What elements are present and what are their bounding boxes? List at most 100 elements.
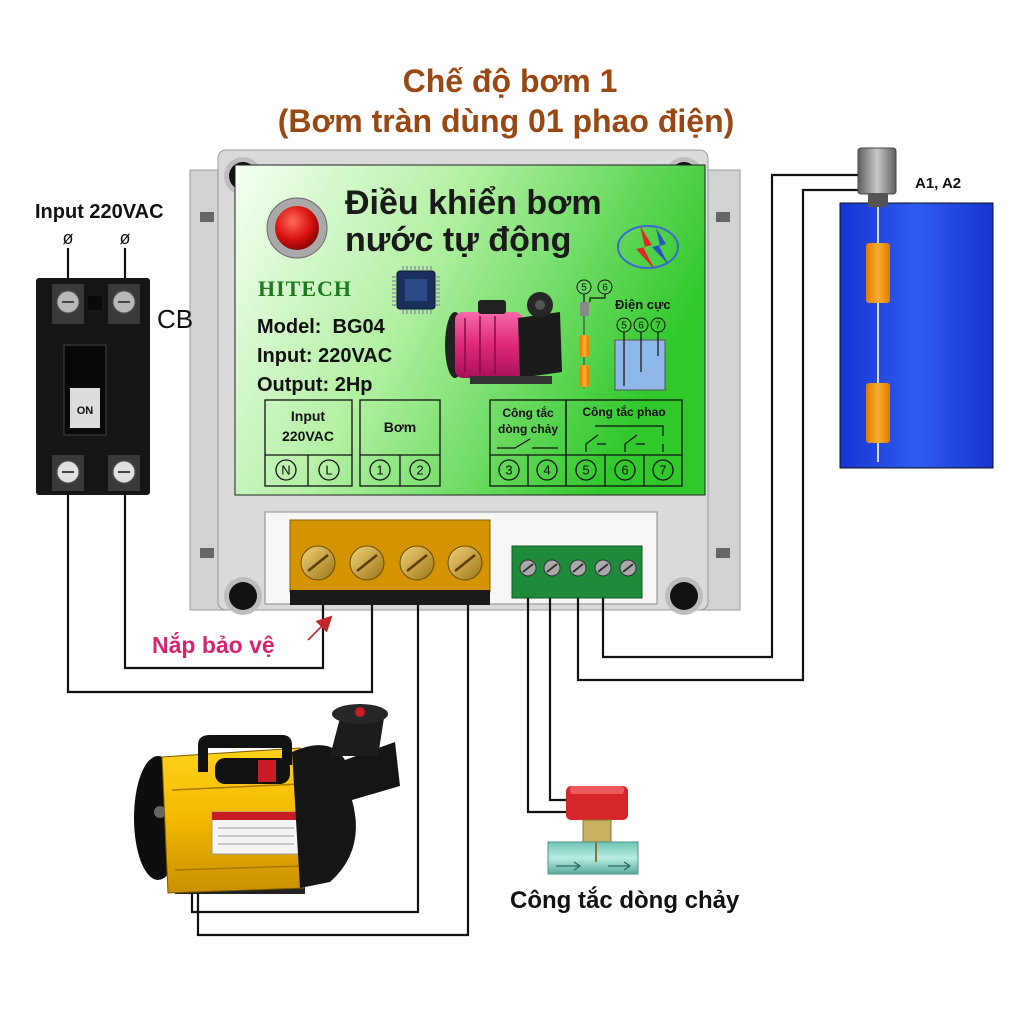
mounting-hole: [224, 577, 262, 615]
terminal-screw: [300, 545, 336, 581]
electrode-terminal-label: 7: [655, 321, 661, 332]
terminal-6: 6: [614, 459, 636, 481]
terminal-screw: [399, 545, 435, 581]
wire-pump-2: [196, 605, 470, 937]
terminal-1: 1: [369, 459, 391, 481]
wiring: [66, 173, 858, 937]
phase-symbol-n: ø: [63, 228, 74, 248]
terminal-N: N: [275, 459, 297, 481]
terminal-L: L: [318, 459, 340, 481]
wire-flow-4: [548, 598, 568, 802]
terminal-label: L: [325, 463, 332, 478]
brand-name: HITECH: [258, 276, 352, 301]
flow-switch: [547, 786, 639, 875]
case-slot: [200, 212, 214, 222]
terminal-group-label: 220VAC: [282, 428, 334, 444]
terminal-label: 4: [543, 463, 550, 478]
chip-icon: [392, 266, 440, 314]
breaker-input-label: Input 220VAC: [35, 201, 164, 223]
controller-label: Điều khiển bơm nước tự động HITECH Model…: [234, 164, 706, 496]
float-terminal-label: 5: [581, 283, 587, 294]
terminal-label: 5: [582, 463, 589, 478]
terminal-7: 7: [652, 459, 674, 481]
terminal-opening: [264, 511, 658, 605]
protective-cover-arrow: [307, 615, 333, 641]
electrode-terminal-label: 6: [638, 321, 644, 332]
pump-handle: [198, 735, 292, 772]
phase-symbol-l: ø: [120, 228, 131, 248]
terminal-label: 7: [659, 463, 666, 478]
switch-symbol: [585, 425, 664, 452]
power-button-icon: [266, 197, 328, 259]
pump-outlet: [330, 718, 384, 756]
page-subtitle: (Bơm tràn dùng 01 phao điện): [278, 103, 735, 139]
wire-float-5: [576, 188, 858, 682]
switch-symbol: [497, 438, 558, 449]
float-terminal-label: 6: [602, 283, 608, 294]
wire-breaker-n: [66, 493, 374, 694]
breaker-switch-state: ON: [77, 405, 94, 417]
terminal-label: N: [281, 463, 290, 478]
circuit-breaker: ON: [36, 278, 150, 495]
pump-housing: [292, 742, 400, 888]
terminal-group-pump: Bơm 1 2: [359, 399, 441, 487]
spec-model: Model: BG04: [257, 316, 386, 338]
terminal-screw: [619, 559, 637, 577]
terminal-5: 5: [575, 459, 597, 481]
wire-float-6: [601, 173, 858, 659]
terminal-group-label: Công tắc phao: [582, 404, 665, 419]
flow-switch-pipe: [547, 841, 639, 875]
lightning-logo-icon: [617, 225, 679, 270]
wire-flow-3: [526, 598, 568, 814]
terminal-label: 3: [505, 463, 512, 478]
spec-output: Output: 2Hp: [257, 374, 373, 396]
float-switch-icon: 5 6: [576, 279, 613, 388]
breaker-label: CB: [157, 304, 193, 334]
flow-switch-stem: [582, 819, 612, 843]
terminal-group-input: Input 220VAC N L: [264, 399, 353, 487]
terminal-screw: [594, 559, 612, 577]
level-float-lower: [866, 383, 890, 443]
terminal-label: 6: [621, 463, 628, 478]
terminal-screw: [349, 545, 385, 581]
electrode-probe-label: A1, A2: [915, 175, 961, 192]
terminal-screw: [519, 559, 537, 577]
pump-icon: [445, 292, 562, 384]
pump-capacitor: [215, 758, 290, 784]
wire-breaker-l: [123, 493, 325, 670]
water-pump: [134, 704, 400, 894]
power-terminal-block: [289, 519, 491, 605]
terminal-group-flow-switch: Công tắc dòng chảy 3 4: [489, 399, 567, 487]
terminal-group-label: Bơm: [384, 419, 417, 435]
product-heading-line1: Điều khiển bơm: [345, 184, 602, 222]
terminal-4: 4: [536, 459, 558, 481]
terminal-label: 2: [416, 463, 423, 478]
flow-switch-label: Công tắc dòng chảy: [510, 886, 740, 914]
terminal-screw: [569, 559, 587, 577]
terminal-group-float-switch: Công tắc phao 5 6 7: [565, 399, 683, 487]
breaker-toggle: [70, 388, 100, 428]
product-heading-line2: nước tự động: [345, 221, 571, 259]
terminal-group-label: Công tắc: [502, 405, 554, 420]
mounting-hole: [665, 577, 703, 615]
electrode-probe: [857, 147, 897, 207]
terminal-3: 3: [498, 459, 520, 481]
case-slot: [716, 212, 730, 222]
water-tank: [839, 202, 994, 469]
signal-terminal-block: [511, 545, 643, 599]
electrode-diagram: 5 6 7: [614, 317, 666, 391]
spec-input: Input: 220VAC: [257, 345, 392, 367]
terminal-group-label: Input: [291, 408, 326, 424]
electrode-label: Điện cực: [615, 297, 671, 312]
case-slot: [716, 548, 730, 558]
case-slot: [200, 548, 214, 558]
terminal-screw: [543, 559, 561, 577]
terminal-2: 2: [409, 459, 431, 481]
flow-switch-cap: [566, 786, 628, 820]
electrode-terminal-label: 5: [621, 321, 627, 332]
electrode-tank: [614, 339, 666, 391]
level-float-upper: [866, 243, 890, 303]
terminal-screw: [447, 545, 483, 581]
wire-pump-1: [190, 605, 420, 914]
